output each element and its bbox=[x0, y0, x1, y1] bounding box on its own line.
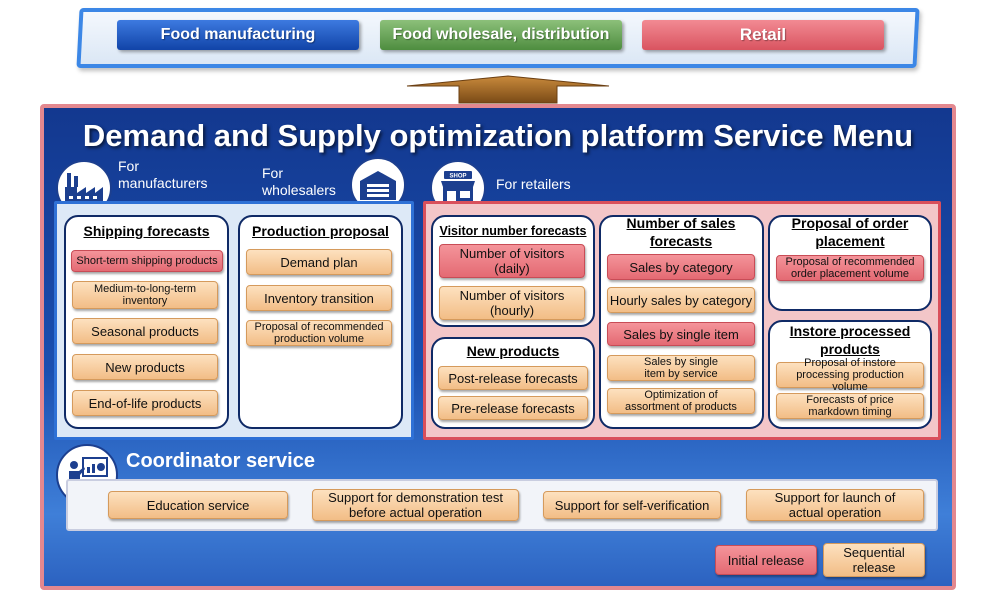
wholesalers-label-line1: For bbox=[262, 165, 283, 181]
wholesalers-label-line2: wholesalers bbox=[262, 182, 336, 198]
wholesalers-label: For wholesalers bbox=[262, 165, 336, 199]
visitor-item: Number of visitors (hourly) bbox=[439, 286, 585, 320]
shipping-item: Seasonal products bbox=[72, 318, 218, 344]
manufacturers-label: For manufacturers bbox=[118, 158, 207, 192]
shipping-item: Short-term shipping products bbox=[71, 250, 223, 272]
manufacturers-label-line2: manufacturers bbox=[118, 175, 208, 191]
coordinator-item: Education service bbox=[108, 491, 288, 519]
industry-food-manufacturing: Food manufacturing bbox=[117, 20, 359, 50]
manufacturers-label-line1: For bbox=[118, 158, 139, 174]
legend-sequential-release: Sequential release bbox=[823, 543, 925, 577]
instore-products-title: Instore processed products bbox=[789, 323, 911, 357]
up-arrow-icon bbox=[406, 75, 610, 104]
sales-forecasts-title: Number of sales forecasts bbox=[626, 215, 736, 249]
coordinator-item: Support for self-verification bbox=[543, 491, 721, 519]
sales-item: Optimization of assortment of products bbox=[607, 388, 755, 414]
sales-item: Sales by category bbox=[607, 254, 755, 280]
new-products-item: Pre-release forecasts bbox=[438, 396, 588, 420]
coordinator-item: Support for demonstration test before ac… bbox=[312, 489, 519, 521]
production-proposal-title: Production proposal bbox=[252, 223, 389, 239]
production-item: Inventory transition bbox=[246, 285, 392, 311]
industry-retail: Retail bbox=[642, 20, 884, 50]
new-products-item: Post-release forecasts bbox=[438, 366, 588, 390]
instore-item: Forecasts of price markdown timing bbox=[776, 393, 924, 419]
order-placement-item: Proposal of recommended order placement … bbox=[776, 255, 924, 281]
shipping-item: Medium-to-long-term inventory bbox=[72, 281, 218, 309]
instore-item: Proposal of instore processing productio… bbox=[776, 357, 924, 393]
new-products-title: New products bbox=[466, 343, 560, 359]
visitor-forecasts-title: Visitor number forecasts bbox=[439, 224, 587, 238]
production-item: Proposal of recommended production volum… bbox=[246, 320, 392, 346]
coordinator-item: Support for launch of actual operation bbox=[746, 489, 924, 521]
platform-title: Demand and Supply optimization platform … bbox=[82, 118, 914, 153]
shipping-item: New products bbox=[72, 354, 218, 380]
order-placement-title: Proposal of order placement bbox=[791, 215, 909, 249]
sales-item: Sales by single item by service bbox=[607, 355, 755, 381]
legend-initial-release: Initial release bbox=[715, 545, 817, 575]
visitor-item: Number of visitors (daily) bbox=[439, 244, 585, 278]
industry-food-wholesale: Food wholesale, distribution bbox=[380, 20, 622, 50]
sales-item: Sales by single item bbox=[607, 322, 755, 346]
production-item: Demand plan bbox=[246, 249, 392, 275]
sales-item: Hourly sales by category bbox=[607, 287, 755, 313]
shop-sign-text: SHOP bbox=[449, 174, 466, 180]
shipping-item: End-of-life products bbox=[72, 390, 218, 416]
shipping-forecasts-title: Shipping forecasts bbox=[83, 223, 210, 239]
retailers-label: For retailers bbox=[496, 176, 571, 192]
coordinator-service-title: Coordinator service bbox=[126, 450, 315, 472]
